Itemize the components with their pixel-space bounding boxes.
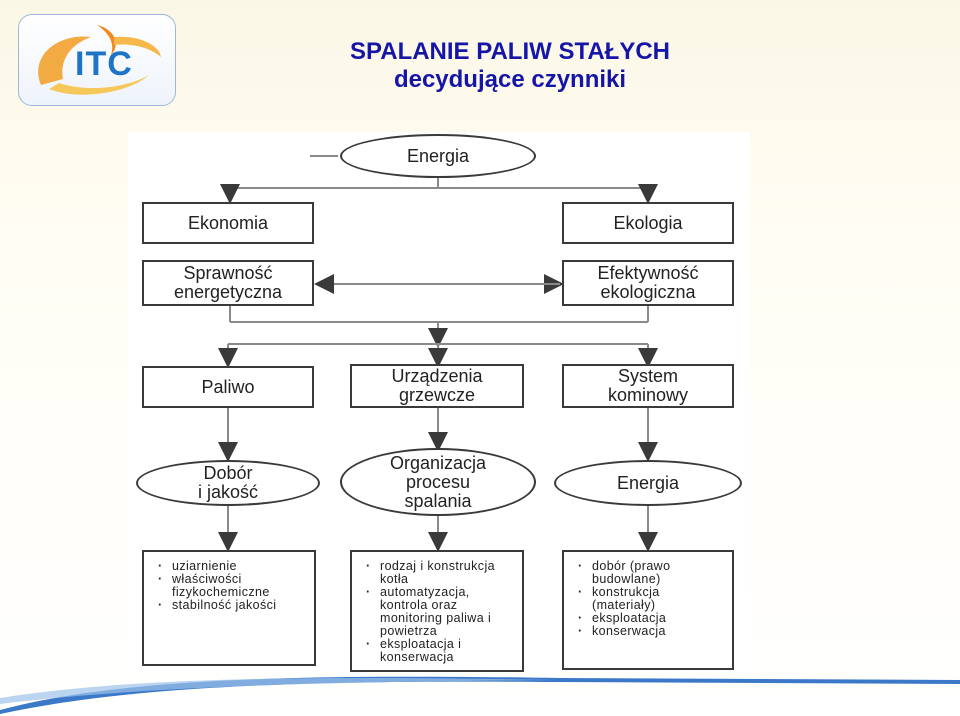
dobor-node: Dobór i jakość [136, 460, 320, 506]
urzadzenia-node: Urządzenia grzewcze [350, 364, 524, 408]
list-item: właściwości fizykochemiczne [158, 573, 308, 599]
list-item: eksploatacja i konserwacja [366, 638, 516, 664]
list-item: automatyzacja, kontrola oraz monitoring … [366, 586, 516, 638]
system-line-2: kominowy [607, 385, 689, 405]
itc-logo: ITC [18, 14, 176, 106]
list-item: eksploatacja [578, 612, 726, 626]
list-right: dobór (prawo budowlane) konstrukcja (mat… [562, 550, 734, 670]
sprawnosc-line-1: Sprawność [183, 263, 273, 283]
diagram-panel: Energia Ekonomia Ekologia Sprawność ener… [128, 132, 750, 672]
organizacja-node: Organizacja procesu spalania [340, 448, 536, 516]
urzadzenia-line-2: grzewcze [398, 385, 476, 405]
title-line-2: decydujące czynniki [393, 66, 627, 93]
list-middle: rodzaj i konstrukcja kotła automatyzacja… [350, 550, 524, 672]
system-node: System kominowy [562, 364, 734, 408]
efektywnosc-line-1: Efektywność [597, 263, 699, 283]
logo-text: ITC [75, 45, 133, 83]
efektywnosc-node: Efektywność ekologiczna [562, 260, 734, 306]
dobor-line-1: Dobór [203, 463, 253, 483]
list-item: uziarnienie [158, 560, 308, 574]
paliwo-node: Paliwo [142, 366, 314, 408]
organizacja-line-2: procesu [405, 471, 471, 492]
sprawnosc-line-2: energetyczna [173, 282, 283, 302]
ekonomia-node: Ekonomia [142, 202, 314, 244]
organizacja-line-3: spalania [404, 490, 472, 511]
ekologia-node: Ekologia [562, 202, 734, 244]
list-item: konserwacja [578, 625, 726, 639]
title-line-1: SPALANIE PALIW STAŁYCH [350, 38, 670, 65]
energia-top-node: Energia [340, 134, 536, 178]
sprawnosc-node: Sprawność energetyczna [142, 260, 314, 306]
list-left: uziarnienie właściwości fizykochemiczne … [142, 550, 316, 666]
list-item: stabilność jakości [158, 599, 308, 613]
dobor-line-2: i jakość [197, 482, 259, 502]
list-item: konstrukcja (materiały) [578, 586, 726, 612]
connector-lines [218, 155, 658, 552]
page-title: SPALANIE PALIW STAŁYCH decydujące czynni… [330, 38, 690, 94]
list-item: rodzaj i konstrukcja kotła [366, 560, 516, 586]
energia-bottom-node: Energia [554, 460, 742, 506]
list-item: dobór (prawo budowlane) [578, 560, 726, 586]
urzadzenia-line-1: Urządzenia [391, 366, 483, 386]
system-line-1: System [617, 366, 678, 386]
organizacja-line-1: Organizacja [389, 452, 487, 473]
efektywnosc-line-2: ekologiczna [600, 282, 696, 302]
logo-flame-icon [38, 25, 161, 95]
footer-swoosh [0, 676, 960, 714]
